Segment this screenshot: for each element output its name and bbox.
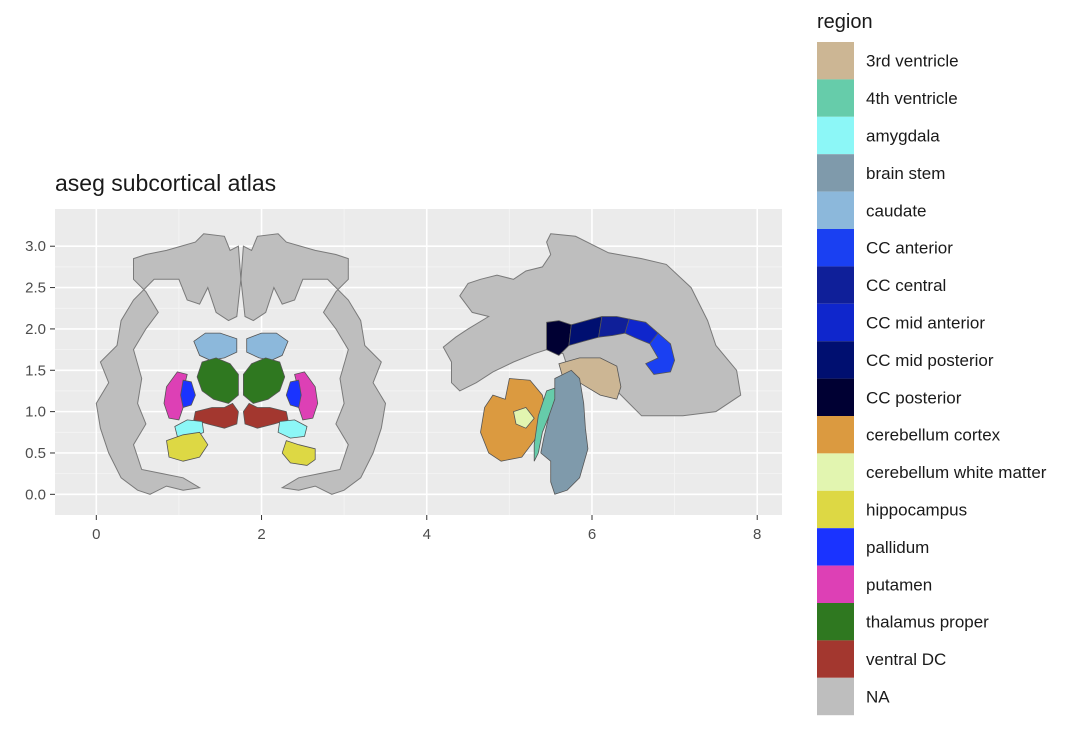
legend-key bbox=[817, 42, 854, 80]
chart-title: aseg subcortical atlas bbox=[55, 170, 276, 196]
legend-title: region bbox=[817, 11, 873, 33]
legend: region 3rd ventricle 4th ventricle amygdala… bbox=[817, 11, 1047, 716]
legend-label: cerebellum cortex bbox=[866, 426, 1001, 445]
legend-key bbox=[817, 565, 854, 603]
legend-label: CC mid posterior bbox=[866, 351, 994, 370]
x-tick-label: 6 bbox=[588, 526, 596, 543]
legend-key bbox=[817, 416, 854, 454]
y-tick-label: 0.0 bbox=[25, 486, 46, 503]
region-na bbox=[240, 233, 387, 495]
legend-label: CC mid anterior bbox=[866, 314, 985, 333]
region-hippocampus bbox=[281, 440, 316, 466]
region-pallidum bbox=[180, 379, 196, 409]
legend-label: NA bbox=[866, 688, 890, 707]
legend-label: ventral DC bbox=[866, 650, 946, 669]
y-tick-label: 2.0 bbox=[25, 321, 46, 338]
legend-key bbox=[817, 116, 854, 155]
legend-key bbox=[817, 341, 854, 379]
region-putamen bbox=[163, 371, 188, 421]
region-thalamus-proper bbox=[196, 357, 239, 404]
region-caudate bbox=[246, 332, 289, 361]
x-tick-label: 4 bbox=[423, 526, 431, 543]
legend-label: thalamus proper bbox=[866, 613, 989, 632]
legend-label: CC central bbox=[866, 276, 946, 295]
legend-label: pallidum bbox=[866, 538, 929, 557]
region-putamen bbox=[294, 371, 319, 421]
legend-key bbox=[817, 229, 854, 267]
legend-label: putamen bbox=[866, 575, 932, 594]
y-tick-label: 1.5 bbox=[25, 362, 46, 379]
x-tick-label: 0 bbox=[92, 526, 100, 543]
region-cc-anterior bbox=[645, 332, 676, 375]
legend-key bbox=[817, 677, 854, 716]
region-hippocampus bbox=[166, 431, 209, 462]
region-amygdala bbox=[277, 419, 308, 439]
region-cerebellum-cortex bbox=[480, 378, 548, 462]
legend-key bbox=[817, 154, 854, 192]
y-tick-label: 3.0 bbox=[25, 238, 46, 255]
y-tick-label: 1.0 bbox=[25, 404, 46, 421]
region-brain-stem bbox=[540, 369, 589, 495]
legend-label: 4th ventricle bbox=[866, 89, 958, 108]
plot-panel: 0 2 4 6 8 0.0 0.5 1.0 1.5 2.0 2.5 3.0 bbox=[25, 209, 782, 543]
legend-key bbox=[817, 303, 854, 342]
legend-label: amygdala bbox=[866, 127, 940, 146]
region-na bbox=[95, 233, 242, 495]
legend-label: cerebellum white matter bbox=[866, 463, 1047, 482]
legend-key bbox=[817, 378, 854, 416]
legend-key bbox=[817, 490, 854, 529]
legend-key bbox=[817, 79, 854, 117]
y-tick-label: 2.5 bbox=[25, 280, 46, 297]
legend-label: 3rd ventricle bbox=[866, 52, 959, 71]
legend-label: CC anterior bbox=[866, 239, 953, 258]
legend-key bbox=[817, 528, 854, 566]
legend-key bbox=[817, 603, 854, 641]
legend-label: hippocampus bbox=[866, 501, 967, 520]
legend-key bbox=[817, 191, 854, 229]
x-tick-label: 8 bbox=[753, 526, 761, 543]
region-thalamus-proper bbox=[242, 357, 286, 404]
x-tick-label: 2 bbox=[257, 526, 265, 543]
region-caudate bbox=[193, 332, 238, 361]
legend-key bbox=[817, 453, 854, 491]
region-cerebellum-white-matter bbox=[513, 407, 535, 429]
y-tick-label: 0.5 bbox=[25, 445, 46, 462]
legend-label: CC posterior bbox=[866, 388, 962, 407]
legend-key bbox=[817, 640, 854, 678]
region-pallidum bbox=[285, 379, 302, 409]
legend-label: brain stem bbox=[866, 164, 945, 183]
legend-key bbox=[817, 266, 854, 304]
legend-label: caudate bbox=[866, 201, 927, 220]
